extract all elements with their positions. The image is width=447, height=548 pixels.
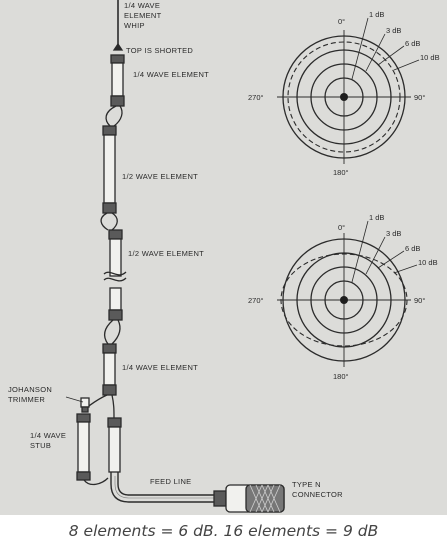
- angle-top: 0°: [338, 223, 345, 232]
- connector-knurl: [245, 484, 285, 513]
- leader-3db: [365, 236, 386, 275]
- leader-1db: [351, 17, 369, 80]
- connector-knurl-pattern: [249, 484, 281, 513]
- connector-sleeve: [102, 125, 117, 136]
- element-body-4: [103, 352, 116, 386]
- element-body-2: [103, 134, 116, 204]
- stub-body: [77, 421, 90, 473]
- ring-label-6db: 6 dB: [405, 244, 420, 253]
- angle-bottom: 180°: [333, 372, 349, 381]
- element-label-1: 1/4 WAVE ELEMENT: [133, 70, 209, 79]
- angle-bottom: 180°: [333, 168, 349, 177]
- ring-label-1db: 1 dB: [369, 213, 384, 222]
- connector-sleeve: [108, 309, 123, 321]
- stub-return: [83, 477, 109, 486]
- jumper-cable: [113, 105, 123, 127]
- polar-pattern-2: 0° 270° 90° 180° 1 dB 3 dB 6 dB 10 dB: [248, 213, 438, 381]
- antenna-drawing: [76, 0, 285, 513]
- angle-left: 270°: [248, 296, 264, 305]
- feed-line-label: FEED LINE: [150, 477, 191, 486]
- ring-label-3db: 3 dB: [386, 26, 401, 35]
- angle-right: 90°: [414, 93, 425, 102]
- break-mark: [103, 271, 127, 276]
- element-body-1: [111, 62, 124, 97]
- jumper-cable: [111, 319, 121, 345]
- trimmer-leader: [65, 396, 84, 403]
- top-shorted-label: TOP IS SHORTED: [126, 46, 193, 55]
- jumper-cable: [100, 212, 109, 231]
- whip-label-2: ELEMENT: [124, 11, 162, 20]
- figure-caption: 8 elements = 6 dB. 16 elements = 9 dB: [68, 522, 379, 540]
- element-label-3: 1/2 WAVE ELEMENT: [128, 249, 204, 258]
- trimmer-base: [81, 406, 89, 413]
- leader-10db: [393, 264, 418, 274]
- antenna-diagram: 1/4 WAVE ELEMENT WHIP TOP IS SHORTED 1/4…: [0, 0, 447, 515]
- jumper-cable: [111, 212, 118, 231]
- ring-label-10db: 10 dB: [420, 53, 440, 62]
- ring-label-3db: 3 dB: [386, 229, 401, 238]
- feed-line-outer: [110, 472, 214, 503]
- feed-sleeve: [107, 417, 122, 428]
- center-dot: [340, 296, 348, 304]
- connector-label-1: TYPE N: [292, 480, 321, 489]
- stub-sleeve: [76, 413, 91, 423]
- antenna-labels: 1/4 WAVE ELEMENT WHIP TOP IS SHORTED 1/4…: [8, 1, 343, 499]
- jumper-cable: [103, 319, 114, 345]
- element-label-2: 1/2 WAVE ELEMENT: [122, 172, 198, 181]
- leader-6db: [377, 250, 405, 269]
- leader-lines: [65, 396, 84, 403]
- antenna-diagram-svg: 1/4 WAVE ELEMENT WHIP TOP IS SHORTED 1/4…: [8, 0, 440, 513]
- leader-10db: [393, 59, 420, 71]
- angle-left: 270°: [248, 93, 264, 102]
- break-mark: [103, 277, 127, 282]
- trimmer-body: [80, 397, 90, 408]
- whip-tip: [112, 42, 124, 51]
- stub-label-2: STUB: [30, 441, 51, 450]
- stub-label-1: 1/4 WAVE: [30, 431, 66, 440]
- ring-label-1db: 1 dB: [369, 10, 384, 19]
- angle-right: 90°: [414, 296, 425, 305]
- connector-sleeve: [110, 95, 125, 107]
- feed-line-shine: [114, 476, 214, 499]
- jumper-cable: [105, 105, 117, 127]
- whip-label-1: 1/4 WAVE: [124, 1, 160, 10]
- angle-top: 0°: [338, 17, 345, 26]
- ring-label-10db: 10 dB: [418, 258, 438, 267]
- connector-label-2: CONNECTOR: [292, 490, 343, 499]
- feed-line-inner: [117, 472, 214, 496]
- trimmer-label-1: JOHANSON: [8, 385, 52, 394]
- center-dot: [340, 93, 348, 101]
- element-label-4: 1/4 WAVE ELEMENT: [122, 363, 198, 372]
- feed-link: [111, 394, 115, 419]
- feed-sleeve-body: [108, 426, 121, 473]
- whip-label-3: WHIP: [124, 21, 145, 30]
- connector-sleeve: [108, 229, 123, 240]
- leader-3db: [365, 33, 386, 72]
- connector-sleeve: [102, 202, 117, 214]
- element-body-3b: [109, 287, 122, 311]
- connector-sleeve: [102, 384, 117, 396]
- trimmer-label-2: TRIMMER: [8, 395, 45, 404]
- element-body-3a: [109, 238, 122, 277]
- leader-1db: [351, 220, 369, 283]
- ring-label-6db: 6 dB: [405, 39, 420, 48]
- polar-pattern-1: 0° 270° 90° 180° 1 dB 3 dB 6 dB 10 dB: [248, 10, 440, 177]
- stub-sleeve: [76, 471, 91, 481]
- connector-ferrule: [213, 490, 227, 507]
- leader-6db: [377, 45, 405, 66]
- connector-sleeve: [102, 343, 117, 354]
- connector-sleeve: [110, 54, 125, 64]
